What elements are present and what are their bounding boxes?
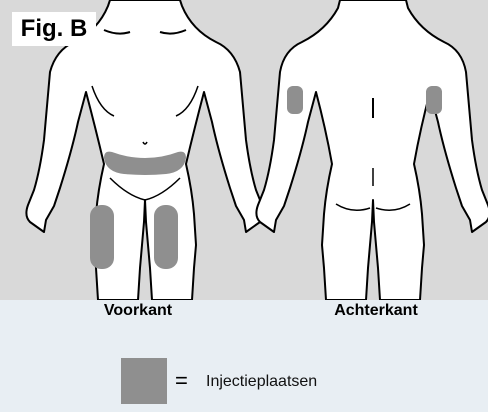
injection-site-left-upper-arm xyxy=(287,86,303,114)
figure-panel: Fig. B xyxy=(0,0,488,300)
legend-swatch xyxy=(121,358,167,404)
legend-equals-sign: = xyxy=(175,369,188,393)
injection-site-left-thigh xyxy=(90,205,114,269)
legend-text: Injectieplaatsen xyxy=(206,371,317,393)
back-view-label: Achterkant xyxy=(296,302,456,320)
figure-label: Fig. B xyxy=(12,12,96,46)
injection-site-right-thigh xyxy=(154,205,178,269)
back-body xyxy=(256,0,488,300)
injection-site-right-upper-arm xyxy=(426,86,442,114)
back-body-outline xyxy=(256,0,488,300)
front-view-label: Voorkant xyxy=(58,302,218,320)
